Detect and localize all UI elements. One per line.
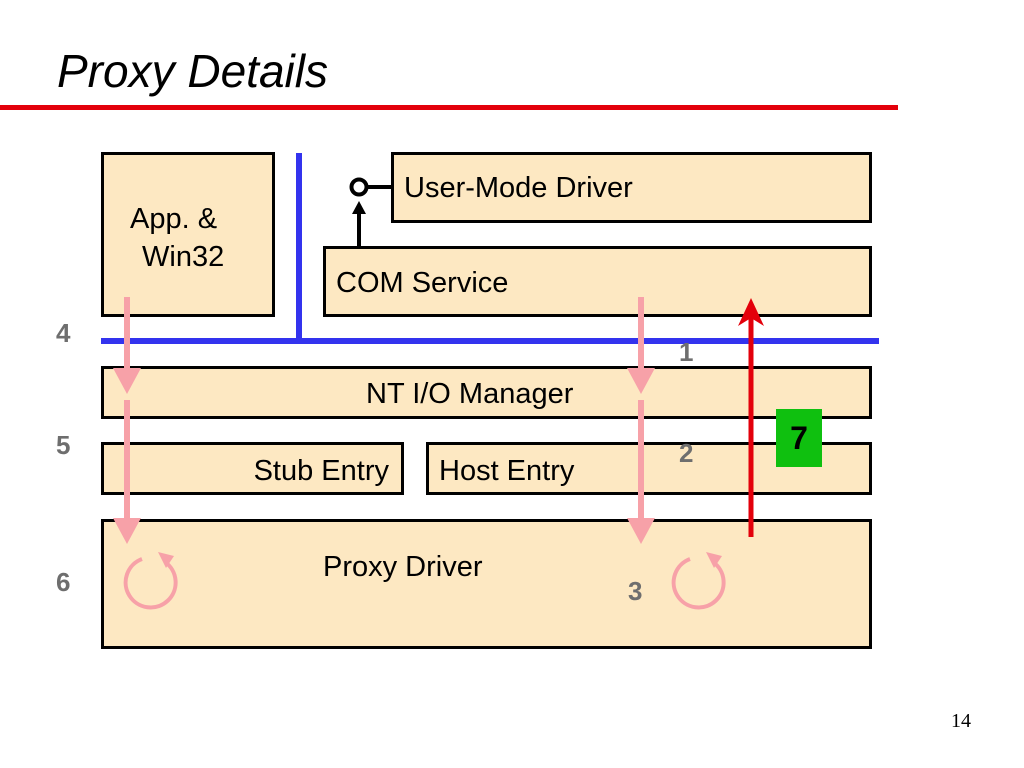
stub-entry-label: Stub Entry — [253, 455, 389, 487]
proxy-driver-box: Proxy Driver — [101, 519, 872, 649]
return-arrow-proxy-to-com — [738, 298, 764, 537]
processing-cycle-icon-left — [123, 552, 178, 610]
step-number-5: 5 — [56, 430, 71, 460]
flow-arrow-io-to-proxy — [113, 400, 141, 544]
app-win32-box: App. & Win32 — [101, 152, 275, 317]
step-number-4: 4 — [56, 318, 71, 348]
app-win32-label-line2: Win32 — [142, 241, 225, 273]
step-number-1: 1 — [679, 337, 694, 367]
com-service-box: COM Service — [323, 246, 872, 317]
slide-page-number: 14 — [951, 710, 971, 732]
user-mode-driver-box: User-Mode Driver — [391, 152, 872, 223]
step-7-badge: 7 — [776, 409, 822, 467]
step-number-3: 3 — [628, 576, 643, 606]
nt-io-manager-box: NT I/O Manager — [101, 366, 872, 419]
user-mode-driver-label: User-Mode Driver — [404, 172, 633, 204]
step-number-6: 6 — [56, 567, 71, 597]
flow-arrow-app-to-io — [113, 297, 141, 394]
slide-title: Proxy Details — [57, 45, 328, 97]
nt-io-manager-label: NT I/O Manager — [366, 378, 574, 410]
com-service-label: COM Service — [336, 267, 509, 299]
com-to-interface-arrow — [352, 201, 366, 246]
proxy-driver-label: Proxy Driver — [323, 551, 483, 583]
flow-arrow-com-to-io — [627, 297, 655, 394]
title-underline — [0, 105, 898, 110]
flow-arrow-io-to-proxy-right — [627, 400, 655, 544]
host-entry-label: Host Entry — [439, 455, 575, 487]
processing-cycle-icon-right — [671, 552, 726, 610]
stub-entry-box: Stub Entry — [101, 442, 404, 495]
interface-lollipop-icon — [349, 177, 369, 197]
step-number-2: 2 — [679, 438, 694, 468]
app-win32-label-line1: App. & — [130, 203, 218, 235]
